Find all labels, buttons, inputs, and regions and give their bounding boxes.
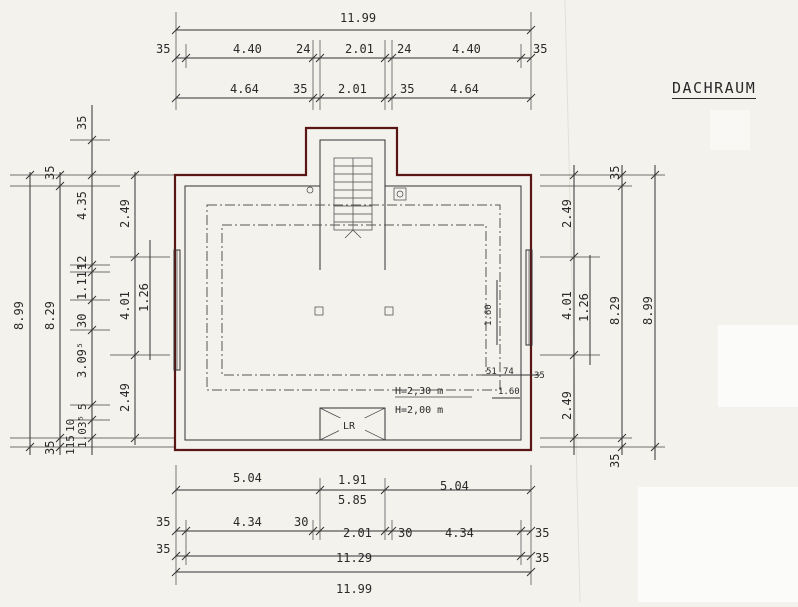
dim-label: 35 (400, 82, 414, 96)
dim-label: 35 (608, 166, 622, 180)
dim-label: 24 (296, 42, 310, 56)
dim-label: 5.04 (440, 479, 469, 493)
column-post (314, 306, 324, 316)
dim-label: 35 (534, 371, 545, 381)
top-dimension-chain: 11.99 35 4.40 24 2.01 24 4.40 35 4.64 35… (156, 11, 547, 110)
dim-label: 35 (75, 116, 89, 130)
dim-label: 11.29 (336, 551, 372, 565)
drawing-title: DACHRAUM (672, 79, 757, 99)
dim-label: 30 (294, 515, 308, 529)
dim-label: 4.01 (118, 291, 132, 320)
dim-label: 35 (43, 166, 57, 180)
dim-label: 5 (76, 403, 89, 410)
dim-label: 4.34 (233, 515, 262, 529)
dim-label: 74 (503, 367, 514, 377)
dim-label: 3.09⁵ (75, 342, 89, 378)
staircase (319, 157, 386, 270)
hatch-label: LR (343, 421, 356, 432)
dim-label: 8.29 (43, 301, 57, 330)
dim-label: 35 (608, 454, 622, 468)
chimney-icon (393, 187, 407, 201)
dim-label: 51 (486, 367, 497, 377)
dim-label: 1.60 (498, 387, 520, 397)
dim-label: 5.04 (233, 471, 262, 485)
dim-label: 35 (533, 42, 547, 56)
dim-label: 1.26 (137, 283, 151, 312)
dim-label: 4.64 (230, 82, 259, 96)
dim-label: 35 (156, 515, 170, 529)
dim-label: 4.64 (450, 82, 479, 96)
dim-label: 1.03⁵ (76, 415, 89, 448)
headroom-label-230: H=2,30 m (395, 386, 443, 397)
paper-patch (638, 487, 798, 602)
dim-top-total: 11.99 (340, 11, 376, 25)
right-dimension-chain: 2.49 4.01 2.49 1.26 8.29 8.99 35 35 (540, 165, 665, 468)
dim-label: 2.01 (338, 82, 367, 96)
dim-label: 2.49 (560, 199, 574, 228)
dim-label: 24 (397, 42, 411, 56)
column-post (384, 306, 394, 316)
dim-label: 2.01 (343, 526, 372, 540)
dim-label: 35 (535, 551, 549, 565)
dim-label: 2.49 (118, 383, 132, 412)
headroom-line-outer (206, 204, 501, 391)
dim-label: 10 (64, 419, 77, 432)
dim-label: 35 (43, 441, 57, 455)
dim-label: 35 (293, 82, 307, 96)
dim-label: 4.34 (445, 526, 474, 540)
dim-label: 30 (75, 314, 89, 328)
paper-patch (718, 325, 798, 407)
dim-label: 2.49 (118, 199, 132, 228)
hatch-lr (319, 407, 386, 441)
dim-label: 35 (156, 42, 170, 56)
dim-label: 8.29 (608, 296, 622, 325)
dim-label: 115 (64, 435, 77, 455)
headroom-label-200: H=2,00 m (395, 405, 443, 416)
dim-label: 5.85 (338, 493, 367, 507)
dim-label: 1.26 (577, 293, 591, 322)
dim-label: 4.40 (452, 42, 481, 56)
bottom-dimension-chain: 5.04 1.91 5.04 5.85 35 4.34 30 2.01 30 4… (156, 465, 549, 596)
dim-label: 35 (535, 526, 549, 540)
dim-label: 35 (156, 542, 170, 556)
left-dimension-chain: 8.99 8.29 35 35 4.35 12 1.11⁵ 30 3.09⁵ 5… (10, 105, 175, 455)
dim-bottom-total: 11.99 (336, 582, 372, 596)
dim-label: 1.91 (338, 473, 367, 487)
dim-label: 2.49 (560, 391, 574, 420)
dim-label: 4.01 (560, 291, 574, 320)
dim-label: 1.60 (484, 304, 494, 326)
dim-label: 30 (398, 526, 412, 540)
vent-icon (306, 186, 314, 194)
dim-label: 2.01 (345, 42, 374, 56)
dim-label: 4.40 (233, 42, 262, 56)
dim-label: 12 (75, 256, 89, 270)
interior-dimensions: 1.60 51 74 35 1.60 H=2,30 m H=2,00 m (395, 280, 545, 416)
dim-left-total: 8.99 (12, 301, 26, 330)
dim-label: 8.99 (641, 296, 655, 325)
building-outline: LR (173, 126, 533, 452)
dim-label: 1.11⁵ (75, 264, 89, 300)
dim-label: 4.35 (75, 191, 89, 220)
